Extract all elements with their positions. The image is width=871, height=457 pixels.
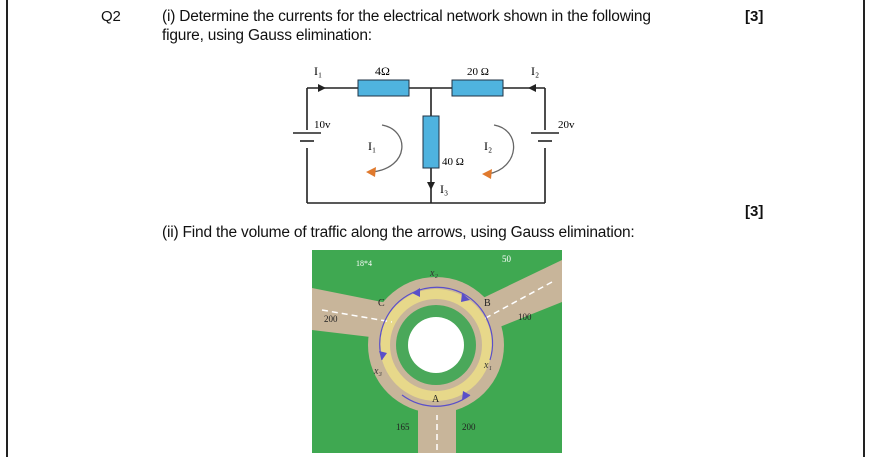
v1-label: 10v <box>314 119 331 131</box>
traffic-diagram: 18*4 50 200 100 165 200 x₁ x₂ x₃ A B C <box>312 250 562 453</box>
node-b-label: B <box>484 298 491 309</box>
label-x2: x₂ <box>429 268 438 279</box>
part-i-marks: [3] <box>745 8 764 25</box>
page-border <box>6 0 865 457</box>
loop2-label: I₂ <box>484 139 492 153</box>
label-bottom-right: 200 <box>462 422 476 432</box>
node-a-label: A <box>432 394 440 405</box>
label-left: 200 <box>324 314 338 324</box>
r1-label: 4Ω <box>375 64 390 78</box>
label-bottom-left: 165 <box>396 422 410 432</box>
r2-label: 20 Ω <box>467 66 489 78</box>
r3-label: 40 Ω <box>442 156 464 168</box>
i3-label: I₃ <box>440 182 448 196</box>
i1-top-label: I₁ <box>314 64 322 78</box>
node-c-label: C <box>378 298 385 309</box>
traffic-caption: 18*4 <box>356 259 372 268</box>
label-x1: x₁ <box>483 360 492 371</box>
part-i-text-line1: (i) Determine the currents for the elect… <box>162 8 651 25</box>
v2-label: 20v <box>558 119 575 131</box>
label-x3: x₃ <box>373 366 382 377</box>
label-right: 100 <box>518 312 532 322</box>
question-number: Q2 <box>101 8 121 25</box>
part-ii-text: (ii) Find the volume of traffic along th… <box>162 224 635 241</box>
loop1-label: I₁ <box>368 139 376 153</box>
label-top-right: 50 <box>502 254 512 264</box>
part-ii-marks: [3] <box>745 203 764 220</box>
i2-top-label: I₂ <box>531 64 539 78</box>
part-i-text-line2: figure, using Gauss elimination: <box>162 27 372 44</box>
